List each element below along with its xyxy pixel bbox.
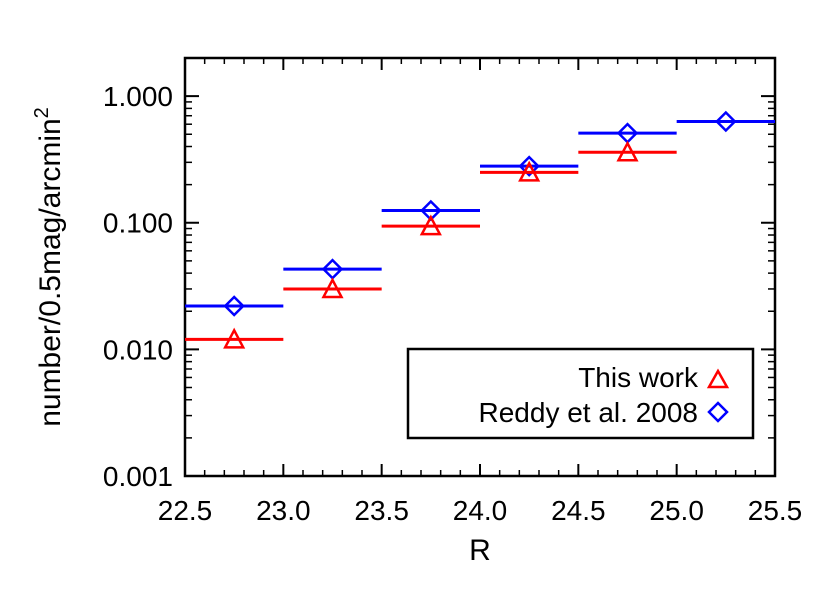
x-tick-label: 24.5 xyxy=(551,495,606,526)
triangle-marker xyxy=(419,214,442,236)
legend-triangle-marker-icon xyxy=(706,368,730,389)
y-axis-label-text: number/0.5mag/arcmin xyxy=(34,118,67,426)
series-layer xyxy=(185,110,775,349)
legend: This work Reddy et al. 2008 xyxy=(406,347,755,440)
triangle-marker xyxy=(223,327,246,349)
x-axis-label: R xyxy=(469,534,491,567)
y-axis-ticks: 0.001 0.010 0.100 1.000 xyxy=(103,57,775,492)
triangle-marker xyxy=(518,160,541,182)
x-tick-label: 25.5 xyxy=(748,495,803,526)
y-tick-label: 1.000 xyxy=(103,81,173,112)
y-tick-label: 0.010 xyxy=(103,334,173,365)
x-tick-label: 23.5 xyxy=(354,495,409,526)
y-axis-label-superscript: 2 xyxy=(31,107,53,118)
x-tick-label: 24.0 xyxy=(453,495,508,526)
diamond-marker xyxy=(518,155,540,177)
legend-label-reddy: Reddy et al. 2008 xyxy=(479,397,699,428)
x-tick-label: 22.5 xyxy=(158,495,213,526)
y-tick-label: 0.100 xyxy=(103,208,173,239)
y-axis-label: number/0.5mag/arcmin2 xyxy=(31,107,67,427)
triangle-marker xyxy=(321,277,344,299)
x-tick-label: 23.0 xyxy=(256,495,311,526)
diamond-marker xyxy=(715,110,737,133)
x-tick-label: 25.0 xyxy=(649,495,704,526)
y-tick-label: 0.001 xyxy=(103,461,173,492)
diamond-marker xyxy=(223,295,245,317)
legend-label-this-work: This work xyxy=(578,362,699,393)
x-axis-ticks: 22.5 23.0 23.5 24.0 24.5 25.0 25.5 xyxy=(158,58,803,526)
legend-diamond-marker-icon xyxy=(707,401,729,423)
triangle-marker xyxy=(616,140,639,162)
legend-box xyxy=(406,347,755,440)
